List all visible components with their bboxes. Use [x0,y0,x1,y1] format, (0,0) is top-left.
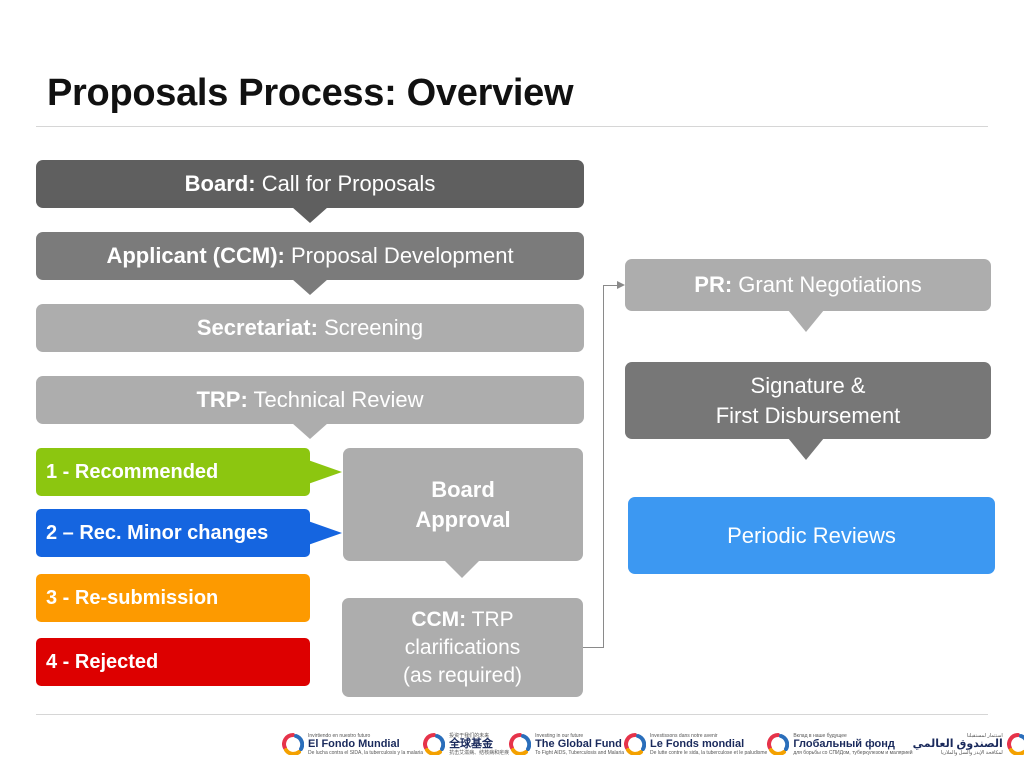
step-pr-role: PR: [694,272,733,297]
step-trp-technical-review: TRP: Technical Review [36,376,584,424]
logo-name: الصندوق العالمي [912,737,1003,750]
footer-divider [36,714,988,715]
footer-logos: Invirtiendo en nuestro futuro El Fondo M… [282,724,1024,764]
global-fund-logo-icon [624,733,647,755]
step-pr-label: Grant Negotiations [738,272,922,297]
logo-subline: De lucha contra el SIDA, la tuberculosis… [308,749,424,756]
outcome-rec-minor-changes: 2 – Rec. Minor changes [36,509,310,557]
step-signature-first-disbursement: Signature & First Disbursement [625,362,991,439]
global-fund-logo-icon [282,733,304,755]
signature-line1: Signature & [750,372,866,398]
signature-line2: First Disbursement [715,402,901,428]
step-applicant-proposal-development: Applicant (CCM): Proposal Development [36,232,584,280]
step-periodic-reviews: Periodic Reviews [628,497,995,574]
logo-name: 全球基金 [449,737,494,750]
outcome-arrow-right [308,521,342,545]
outcome-label: 4 - Rejected [46,650,159,673]
logo-name: The Global Fund [535,737,622,750]
logo-the-global-fund: Investing in our future The Global Fund … [509,733,624,756]
outcome-label: 3 - Re-submission [46,586,219,609]
flow-arrow-down [788,310,824,332]
flow-arrow-down [292,423,328,439]
connector-arrowhead [617,281,625,289]
logo-subline: 抗击艾滋病、结核病和疟疾 [449,749,510,756]
logo-tagline: Вклад в наше будущее [793,732,847,739]
logo-name: Глобальный фонд [793,737,895,750]
board-approval-line1: Board [431,476,495,502]
periodic-reviews-label: Periodic Reviews [727,522,896,548]
logo-name: El Fondo Mundial [308,737,400,750]
flow-arrow-down [788,438,824,460]
logo-subline: لمكافحة الإيدز والسل والملاريا [940,749,1003,756]
connector-line [603,285,617,286]
flow-arrow-down [292,279,328,295]
board-approval-line2: Approval [415,506,511,532]
flow-arrow-down [444,560,480,578]
logo-subline: To Fight AIDS, Tuberculosis and Malaria [535,749,625,756]
page-title: Proposals Process: Overview [47,72,574,114]
step-pr-grant-negotiations: PR: Grant Negotiations [625,259,991,311]
step-board-role: Board: [184,171,256,196]
outcome-arrow-right [308,460,342,484]
global-fund-logo-icon [509,733,532,755]
logo-arabic-global-fund: استثمار لمستقبلنا الصندوق العالمي لمكافح… [913,733,1024,756]
logo-subline: De lutte contre le sida, la tuberculose … [650,749,768,756]
logo-tagline: Investing in our future [535,732,584,739]
outcome-re-submission: 3 - Re-submission [36,574,310,622]
step-secretariat-screening: Secretariat: Screening [36,304,584,352]
step-board-call-for-proposals: Board: Call for Proposals [36,160,584,208]
step-ccm-role: CCM: [411,607,467,631]
logo-tagline: Invirtiendo en nuestro futuro [308,732,371,739]
logo-le-fonds-mondial: Investissons dans notre avenir Le Fonds … [624,733,767,756]
step-secretariat-label: Screening [324,315,424,340]
logo-tagline: Investissons dans notre avenir [650,732,718,739]
logo-name: Le Fonds mondial [650,737,745,750]
logo-tagline: استثمار لمستقبلنا [966,732,1003,739]
global-fund-logo-icon [767,733,790,755]
step-board-label: Call for Proposals [261,171,436,196]
step-applicant-label: Proposal Development [290,243,514,268]
step-secretariat-role: Secretariat: [196,315,318,340]
outcome-recommended: 1 - Recommended [36,448,310,496]
step-ccm-trp-clarifications: CCM: TRP clarifications (as required) [342,598,583,697]
connector-line [583,647,604,648]
flow-arrow-down [292,207,328,223]
step-board-approval: Board Approval [343,448,583,561]
outcome-rejected: 4 - Rejected [36,638,310,686]
outcome-label: 1 - Recommended [46,460,219,483]
logo-tagline: 投资于我们的未来 [449,732,490,739]
logo-globalnyi-fond: Вклад в наше будущее Глобальный фонд для… [767,732,913,756]
step-trp-label: Technical Review [253,387,424,412]
title-divider [36,126,988,127]
global-fund-logo-icon [423,733,446,755]
step-applicant-role: Applicant (CCM): [106,243,285,268]
step-ccm-line3: (as required) [402,663,523,687]
connector-line [603,285,604,648]
logo-quanqiu-jijin: 投资于我们的未来 全球基金 抗击艾滋病、结核病和疟疾 [423,733,509,756]
step-ccm-label: TRP [471,607,514,631]
global-fund-logo-icon [1006,733,1024,755]
logo-subline: для борьбы со СПИДом, туберкулезом и мал… [793,749,913,756]
step-trp-role: TRP: [196,387,248,412]
logo-el-fondo-mundial: Invirtiendo en nuestro futuro El Fondo M… [282,733,423,756]
outcome-label: 2 – Rec. Minor changes [46,521,269,544]
step-ccm-line2: clarifications [404,635,521,659]
